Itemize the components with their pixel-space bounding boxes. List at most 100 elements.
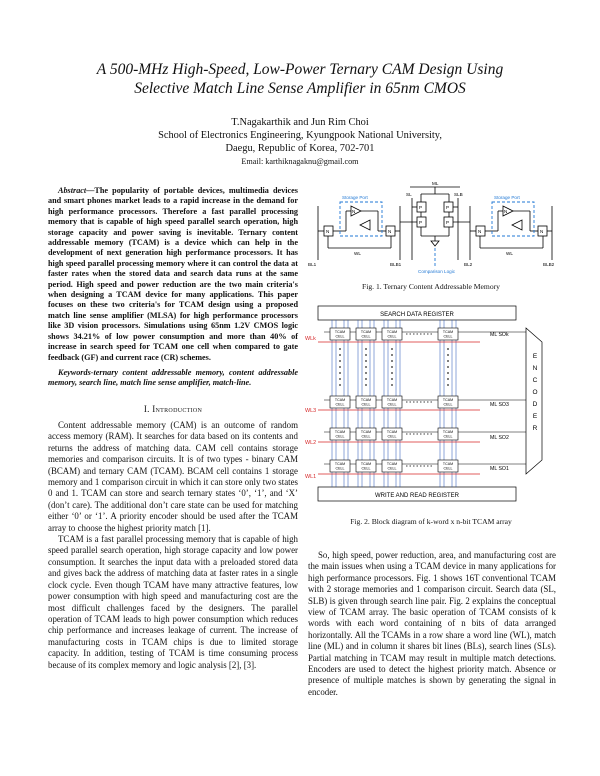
tcam-cell <box>355 427 377 441</box>
search-data-register-label: SEARCH DATA REGISTER <box>380 312 454 318</box>
n6-label: N <box>504 209 507 214</box>
tcam-cell-label: CELL <box>444 467 453 471</box>
tcam-cell-label: TCAM <box>335 430 345 434</box>
tcam-cell <box>381 395 403 409</box>
figure-2-block-diagram: SEARCH DATA REGISTER WRITE AND READ REGI… <box>305 305 543 502</box>
tcam-cell-label: TCAM <box>361 462 371 466</box>
tcam-cell-label: TCAM <box>361 398 371 402</box>
tcam-cell-label: CELL <box>362 403 371 407</box>
tcam-cell-label: CELL <box>362 435 371 439</box>
slb-label: SLB <box>454 192 463 197</box>
tcam-cell-label: TCAM <box>387 462 397 466</box>
matchline-label-1: ML SO1 <box>490 466 509 472</box>
tcam-cell-label: CELL <box>362 335 371 339</box>
tcam-cell <box>437 395 459 409</box>
tcam-cell <box>355 327 377 341</box>
blb2-label: BLB2 <box>543 262 555 267</box>
affiliation-line-2: Daegu, Republic of Korea, 702-701 <box>225 143 375 154</box>
tcam-cell <box>437 327 459 341</box>
wordline-label-3: WL3 <box>305 408 316 414</box>
ml-label: ML <box>432 181 439 186</box>
figure-2-caption: Fig. 2. Block diagram of k-word x n-bit … <box>350 517 512 526</box>
tcam-cell <box>355 395 377 409</box>
abstract: Abstract—The popularity of portable devi… <box>48 186 298 363</box>
wl-left-label: WL <box>354 251 361 256</box>
tcam-cell <box>381 427 403 441</box>
affiliation-line-1: School of Electronics Engineering, Kyung… <box>158 130 442 141</box>
tcam-cell <box>355 459 377 473</box>
tcam-cell-label: TCAM <box>361 330 371 334</box>
keywords-text: ternary content addressable memory, cont… <box>48 368 298 388</box>
tcam-cell <box>329 427 351 441</box>
intro-text: Content addressable memory (CAM) is an o… <box>48 420 298 671</box>
abstract-label: Abstract— <box>58 186 95 195</box>
encoder-letter-3: C <box>533 377 538 384</box>
author-names: T.Nagakarthik and Jun Rim Choi <box>231 117 369 128</box>
abstract-text: The popularity of portable devices, mult… <box>48 186 298 362</box>
keywords: Keywords-ternary content addressable mem… <box>48 368 298 389</box>
tcam-cell-label: CELL <box>336 467 345 471</box>
tcam-cell-label: CELL <box>444 435 453 439</box>
storage-port-right-label: Storage Port <box>494 195 521 200</box>
tcam-cell-label: TCAM <box>361 430 371 434</box>
tcam-cell <box>381 327 403 341</box>
right-paragraph-1: So, high speed, power reduction, area, a… <box>308 550 556 697</box>
storage-port-left-label: Storage Port <box>342 195 369 200</box>
tcam-cell-label: CELL <box>388 403 397 407</box>
figure-1-circuit: Storage Port Storage Port ML SL SLB P P … <box>308 181 555 274</box>
section-title: Introduction <box>152 404 203 414</box>
p4-label: P <box>446 220 449 225</box>
comparison-logic-label: Comparison Logic <box>418 269 456 274</box>
n1-label: N <box>326 229 329 234</box>
tcam-cell-label: TCAM <box>387 398 397 402</box>
n5-label: N <box>352 209 355 214</box>
sl-label: SL <box>406 192 412 197</box>
encoder-letter-1: E <box>533 353 538 360</box>
tcam-cell-label: CELL <box>336 335 345 339</box>
tcam-cell-label: CELL <box>388 467 397 471</box>
tcam-cell-label: TCAM <box>387 330 397 334</box>
tcam-cell <box>329 327 351 341</box>
tcam-cell-label: CELL <box>444 403 453 407</box>
tcam-cell <box>437 427 459 441</box>
matchline-label-k: ML SOk <box>490 332 509 338</box>
p1-label: P <box>419 205 422 210</box>
tcam-cell-label: CELL <box>388 335 397 339</box>
tcam-cell-label: TCAM <box>443 430 453 434</box>
p2-label: P <box>446 205 449 210</box>
tcam-cell-label: TCAM <box>443 462 453 466</box>
tcam-cell-label: TCAM <box>335 462 345 466</box>
right-column-text: So, high speed, power reduction, area, a… <box>308 550 556 698</box>
wordline-label-1: WL1 <box>305 474 316 480</box>
title-line-1: A 500-MHz High-Speed, Low-Power Ternary … <box>96 61 504 78</box>
author-email: Email: karthiknagaknu@gmail.com <box>241 157 359 166</box>
wl-right-label: WL <box>506 251 513 256</box>
matchline-label-2: ML SO2 <box>490 435 509 441</box>
paper-title: A 500-MHz High-Speed, Low-Power Ternary … <box>40 60 560 98</box>
encoder-letter-4: O <box>532 389 537 396</box>
tcam-cell-label: CELL <box>336 403 345 407</box>
tcam-cell-label: CELL <box>388 435 397 439</box>
matchline-label-3: ML SO3 <box>490 402 509 408</box>
figure-1-caption: Fig. 1. Ternary Content Addressable Memo… <box>362 282 500 291</box>
encoder-letter-7: R <box>533 425 538 432</box>
wordline-label-2: WL2 <box>305 440 316 446</box>
tcam-cell <box>329 459 351 473</box>
tcam-cell <box>329 395 351 409</box>
bl1-label: BL1 <box>308 262 317 267</box>
section-number: I. <box>143 404 150 414</box>
tcam-cell-label: CELL <box>444 335 453 339</box>
tcam-cell-label: CELL <box>336 435 345 439</box>
encoder-letter-6: E <box>533 413 538 420</box>
tcam-cell-label: TCAM <box>443 398 453 402</box>
bl2-label: BL2 <box>464 262 473 267</box>
keywords-label: Keywords- <box>58 368 94 377</box>
tcam-cell-label: TCAM <box>335 330 345 334</box>
title-line-2: Selective Match Line Sense Amplifier in … <box>134 80 466 97</box>
tcam-cell-label: TCAM <box>387 430 397 434</box>
tcam-cell <box>437 459 459 473</box>
intro-paragraph-1: Content addressable memory (CAM) is an o… <box>48 420 298 533</box>
tcam-cell-label: TCAM <box>443 330 453 334</box>
tcam-cell-label: TCAM <box>335 398 345 402</box>
tcam-cell-label: CELL <box>362 467 371 471</box>
